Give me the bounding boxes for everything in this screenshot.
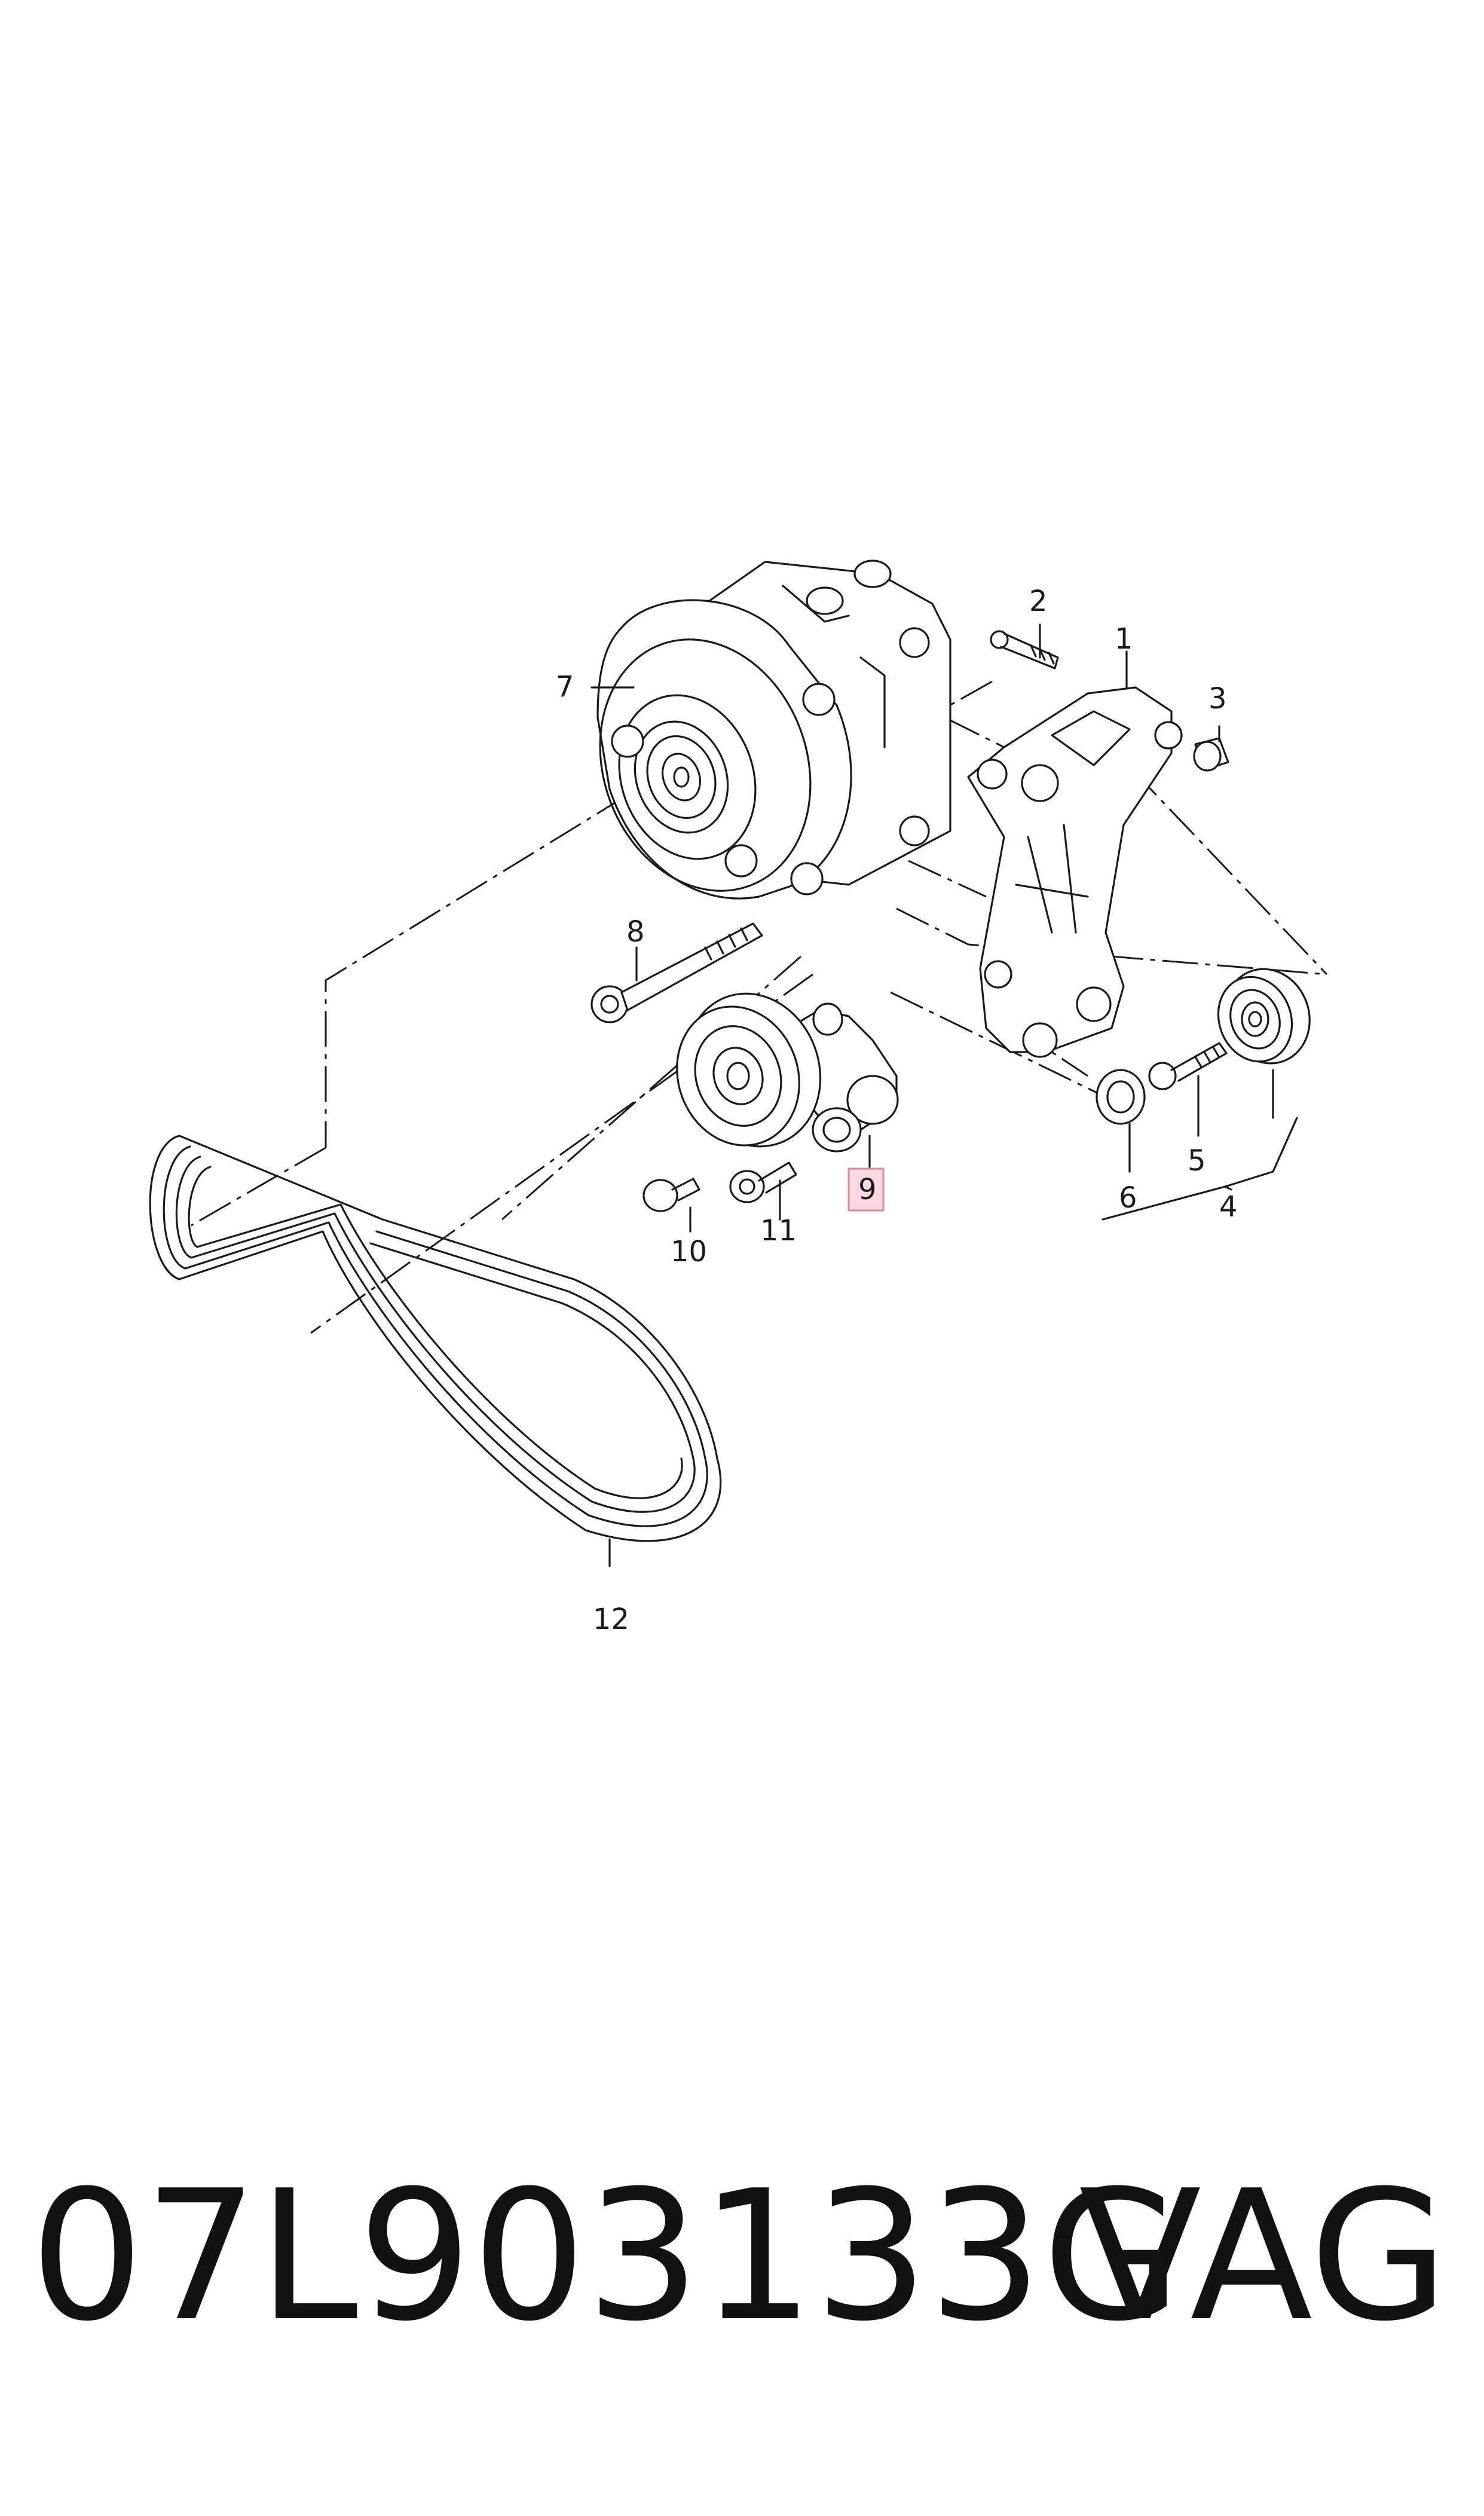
idler-pulley	[1217, 968, 1311, 1065]
callout-9-highlight	[847, 1167, 885, 1212]
bolt-2	[990, 630, 1059, 669]
callout-4: 4	[1219, 1190, 1238, 1224]
cap-6	[1096, 1069, 1146, 1125]
callout-labels: 1 2 3 4 5 6 7 8 9 10 11 12	[556, 585, 1238, 1636]
callout-12: 12	[593, 1603, 629, 1636]
callout-11: 11	[760, 1214, 797, 1248]
callout-6: 6	[1119, 1181, 1137, 1215]
callout-8: 8	[626, 915, 645, 949]
bolt-10	[642, 1178, 700, 1212]
leader-lines	[590, 623, 1298, 1567]
callout-5: 5	[1188, 1144, 1206, 1178]
mounting-bracket	[967, 686, 1183, 1058]
bolt-11	[729, 1161, 797, 1203]
callout-3: 3	[1208, 682, 1227, 716]
brand-caption: VAG	[1079, 2152, 1449, 2361]
callout-2: 2	[1029, 585, 1048, 618]
callout-7: 7	[556, 670, 574, 704]
callout-9: 9	[858, 1173, 877, 1206]
poly-v-belt	[149, 1135, 722, 1542]
callout-1: 1	[1115, 622, 1133, 656]
bolt-5	[1148, 1042, 1228, 1090]
belt-tensioner	[676, 992, 899, 1152]
callout-10: 10	[671, 1235, 707, 1268]
part-number-caption: 07L903133G	[30, 2152, 1182, 2361]
alternator	[596, 560, 951, 900]
sleeve-3	[1193, 737, 1229, 772]
bolt-8	[590, 922, 763, 1023]
